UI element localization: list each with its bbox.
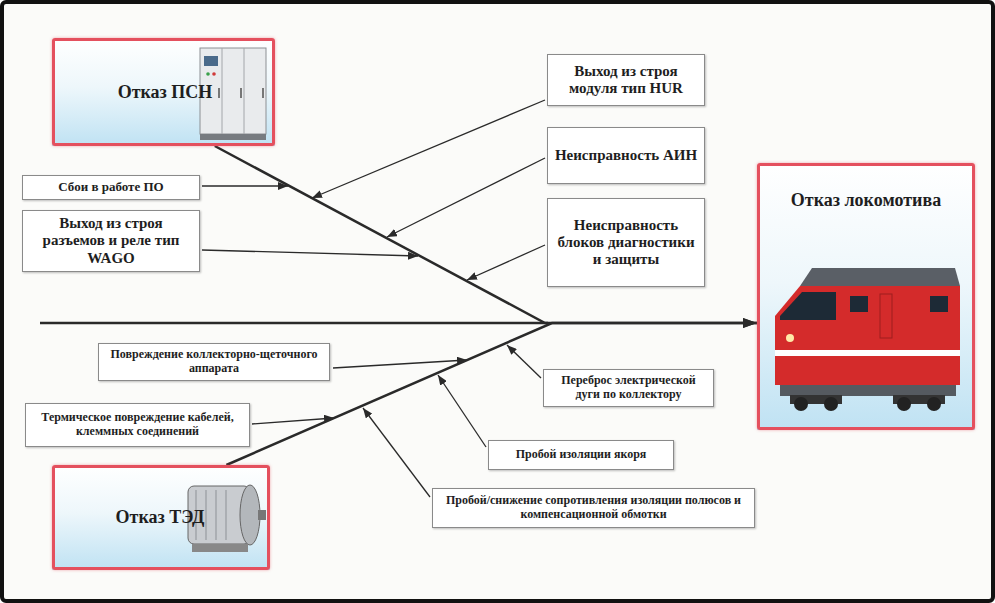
locomotive-wheel	[897, 397, 911, 411]
locomotive-wheel	[794, 397, 808, 411]
cause-arrow	[507, 345, 541, 378]
locomotive-window	[850, 296, 868, 312]
cause-text: Переброс электрической дуги по коллектор…	[550, 374, 707, 402]
cause-box: Пробой/снижение сопротивления изоляции п…	[432, 488, 755, 528]
text-wrap: Выход из строя модуля тип HUR	[554, 63, 698, 98]
cause-arrow	[438, 375, 486, 447]
motor-fin	[216, 490, 217, 540]
text-wrap: Отказ ТЭД	[95, 507, 225, 528]
cabinet-handle	[240, 88, 242, 98]
cause-arrow	[202, 250, 418, 256]
cause-box: Неисправность АИН	[547, 127, 705, 184]
cause-box: Термическое повреждение кабелей, клеммны…	[25, 403, 250, 447]
text-wrap: Сбои в работе ПО	[29, 180, 193, 195]
cause-text: Повреждение коллекторно-щеточного аппара…	[105, 348, 323, 376]
locomotive-window	[930, 296, 948, 312]
text-wrap: Пробой/снижение сопротивления изоляции п…	[439, 494, 748, 522]
locomotive-body	[775, 286, 960, 385]
cabinet-handle	[262, 88, 264, 98]
box-ground	[52, 38, 275, 146]
cabinet-display	[204, 56, 218, 66]
locomotive-door	[880, 294, 892, 338]
motor-fin	[206, 490, 207, 540]
text-wrap: Неисправность блоков диагностики и защит…	[554, 217, 698, 269]
cause-text: Неисправность АИН	[554, 147, 698, 164]
cause-text: Сбои в работе ПО	[29, 180, 193, 195]
locomotive-headlight	[786, 334, 794, 342]
text-wrap: Отказ локомотива	[766, 190, 966, 211]
box-ground	[757, 163, 975, 430]
box-title: Отказ ПСН	[95, 82, 235, 103]
cabinet-lamp	[206, 72, 210, 76]
cause-text: Пробой/снижение сопротивления изоляции п…	[439, 494, 748, 522]
cabinet-handle	[218, 88, 220, 98]
text-wrap: Выход из строя разъемов и реле тип WAGO	[29, 215, 193, 267]
cabinet-lamp	[212, 72, 216, 76]
locomotive-wheel	[927, 397, 941, 411]
cause-box: Сбои в работе ПО	[22, 175, 200, 200]
cabinet-door-line	[244, 48, 245, 134]
box-ground	[52, 465, 270, 570]
locomotive-stripe	[775, 350, 960, 356]
cause-box: Повреждение коллекторно-щеточного аппара…	[98, 343, 330, 381]
motor-fin	[226, 490, 227, 540]
cause-arrow	[312, 100, 545, 198]
cause-box: Переброс электрической дуги по коллектор…	[543, 369, 714, 407]
category-box: Отказ ПСН	[52, 38, 275, 146]
spine-line	[40, 322, 548, 325]
motor-shaft	[258, 510, 266, 520]
locomotive-roof	[800, 268, 960, 286]
text-wrap: Повреждение коллекторно-щеточного аппара…	[105, 348, 323, 376]
text-wrap: Отказ ПСН	[95, 82, 235, 103]
motor-flange	[240, 485, 260, 545]
cause-arrow	[202, 185, 288, 186]
box-title: Отказ локомотива	[766, 190, 966, 211]
locomotive-frame	[780, 385, 956, 396]
cause-arrow	[467, 245, 545, 280]
cause-arrow	[333, 360, 467, 368]
box-title: Отказ ТЭД	[95, 507, 225, 528]
text-wrap: Неисправность АИН	[554, 147, 698, 164]
text-wrap: Пробой изоляции якоря	[495, 448, 667, 462]
cause-box: Выход из строя разъемов и реле тип WAGO	[22, 210, 200, 272]
cause-text: Пробой изоляции якоря	[495, 448, 667, 462]
cause-box: Выход из строя модуля тип HUR	[547, 54, 705, 106]
text-wrap: Переброс электрической дуги по коллектор…	[550, 374, 707, 402]
category-box: Отказ ТЭД	[52, 465, 270, 570]
cause-box: Пробой изоляции якоря	[488, 440, 674, 470]
cause-arrow	[387, 158, 545, 237]
cause-arrow	[363, 408, 430, 497]
cabinet-base	[200, 134, 266, 140]
text-wrap: Термическое повреждение кабелей, клеммны…	[32, 411, 243, 439]
cause-text: Выход из строя модуля тип HUR	[554, 63, 698, 98]
cause-text: Неисправность блоков диагностики и защит…	[554, 217, 698, 269]
cause-text: Выход из строя разъемов и реле тип WAGO	[29, 215, 193, 267]
cause-text: Термическое повреждение кабелей, клеммны…	[32, 411, 243, 439]
locomotive-wheel	[824, 397, 838, 411]
cabinet-door-line	[222, 48, 223, 134]
cause-box: Неисправность блоков диагностики и защит…	[547, 198, 705, 287]
motor-feet	[192, 544, 248, 552]
effect-box: Отказ локомотива	[757, 163, 975, 430]
locomotive-windshield	[780, 292, 836, 320]
